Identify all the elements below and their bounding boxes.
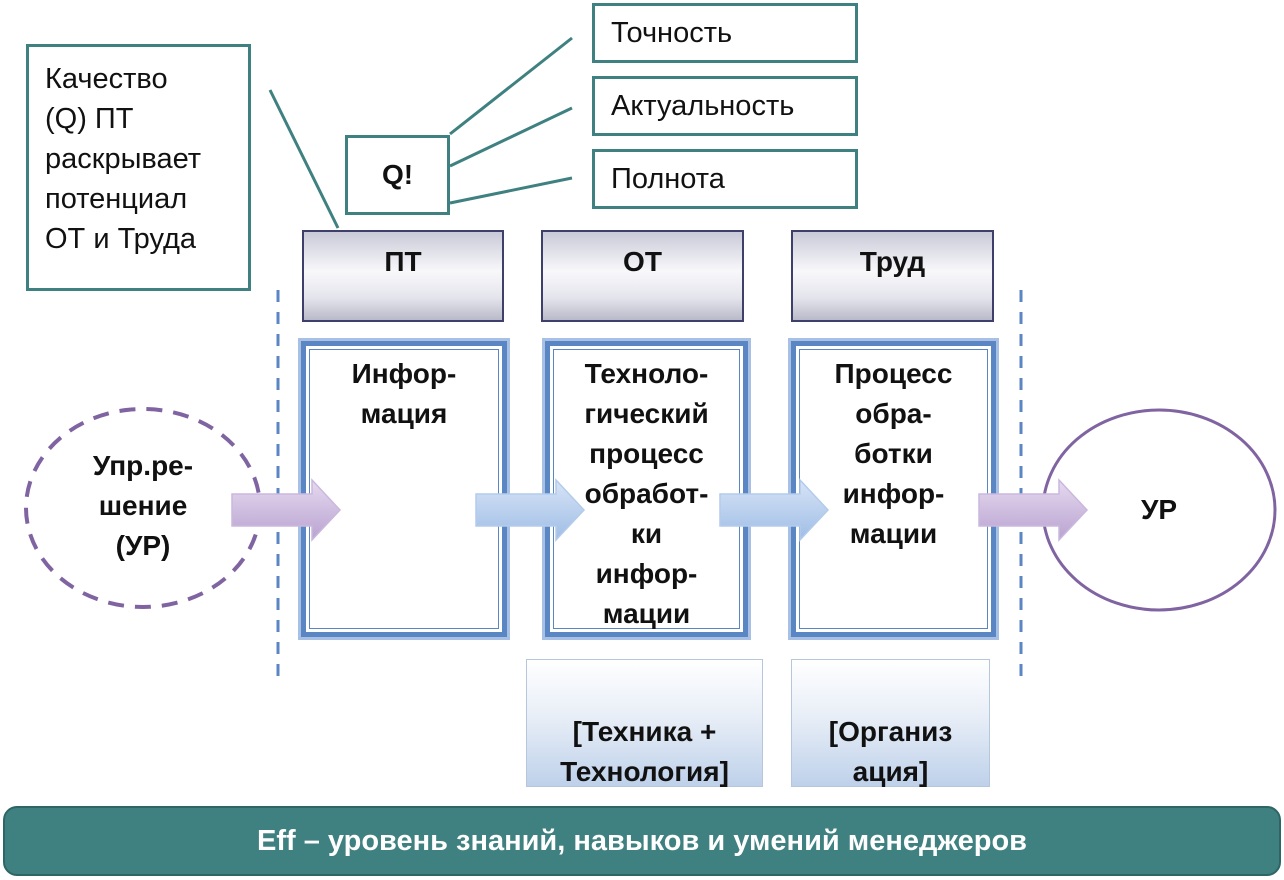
q-to-accuracy-line [449, 36, 573, 136]
attribute-relevance: Актуальность [592, 76, 858, 136]
process-technological-label: Техноло- гический процесс обработ- ки ин… [584, 358, 709, 629]
header-labor: Труд [791, 230, 994, 322]
resource-organization: [Организ ация] [791, 659, 990, 787]
input-decision-label: Упр.ре- шение (УР) [92, 450, 194, 561]
q-to-relevance-line [449, 106, 573, 168]
efficiency-footer-label: Eff – уровень знаний, навыков и умений м… [256, 824, 1027, 857]
header-labor-label: Труд [859, 246, 926, 277]
quality-label: Q! [381, 159, 414, 190]
attribute-relevance-label: Актуальность [611, 89, 795, 122]
resource-tech-label: [Техника + Технология] [560, 716, 729, 787]
quality-callout: Качество (Q) ПТ раскрывает потенциал ОТ … [26, 44, 251, 291]
resource-organization-label: [Организ ация] [828, 716, 953, 787]
process-handling-label: Процесс обра- ботки инфор- мации [834, 358, 953, 549]
process-handling: Процесс обра- ботки инфор- мации [791, 341, 996, 637]
header-ot: ОТ [541, 230, 744, 322]
quality-callout-text: Качество (Q) ПТ раскрывает потенциал ОТ … [45, 63, 202, 255]
process-information: Инфор- мация [301, 341, 507, 637]
attribute-completeness-label: Полнота [611, 162, 725, 195]
attribute-accuracy-label: Точность [611, 16, 733, 49]
process-information-label: Инфор- мация [351, 358, 457, 429]
header-pt: ПТ [302, 230, 504, 322]
attribute-accuracy: Точность [592, 3, 858, 63]
attribute-completeness: Полнота [592, 149, 858, 209]
q-to-completeness-line [449, 176, 573, 205]
process-technological: Техноло- гический процесс обработ- ки ин… [545, 341, 748, 637]
output-decision-label: УР [1140, 494, 1178, 525]
quality-box: Q! [345, 135, 450, 215]
efficiency-footer: Eff – уровень знаний, навыков и умений м… [3, 806, 1281, 876]
header-pt-label: ПТ [384, 246, 422, 277]
header-ot-label: ОТ [623, 246, 662, 277]
resource-tech: [Техника + Технология] [526, 659, 763, 787]
callout-pointer-line [268, 89, 340, 229]
